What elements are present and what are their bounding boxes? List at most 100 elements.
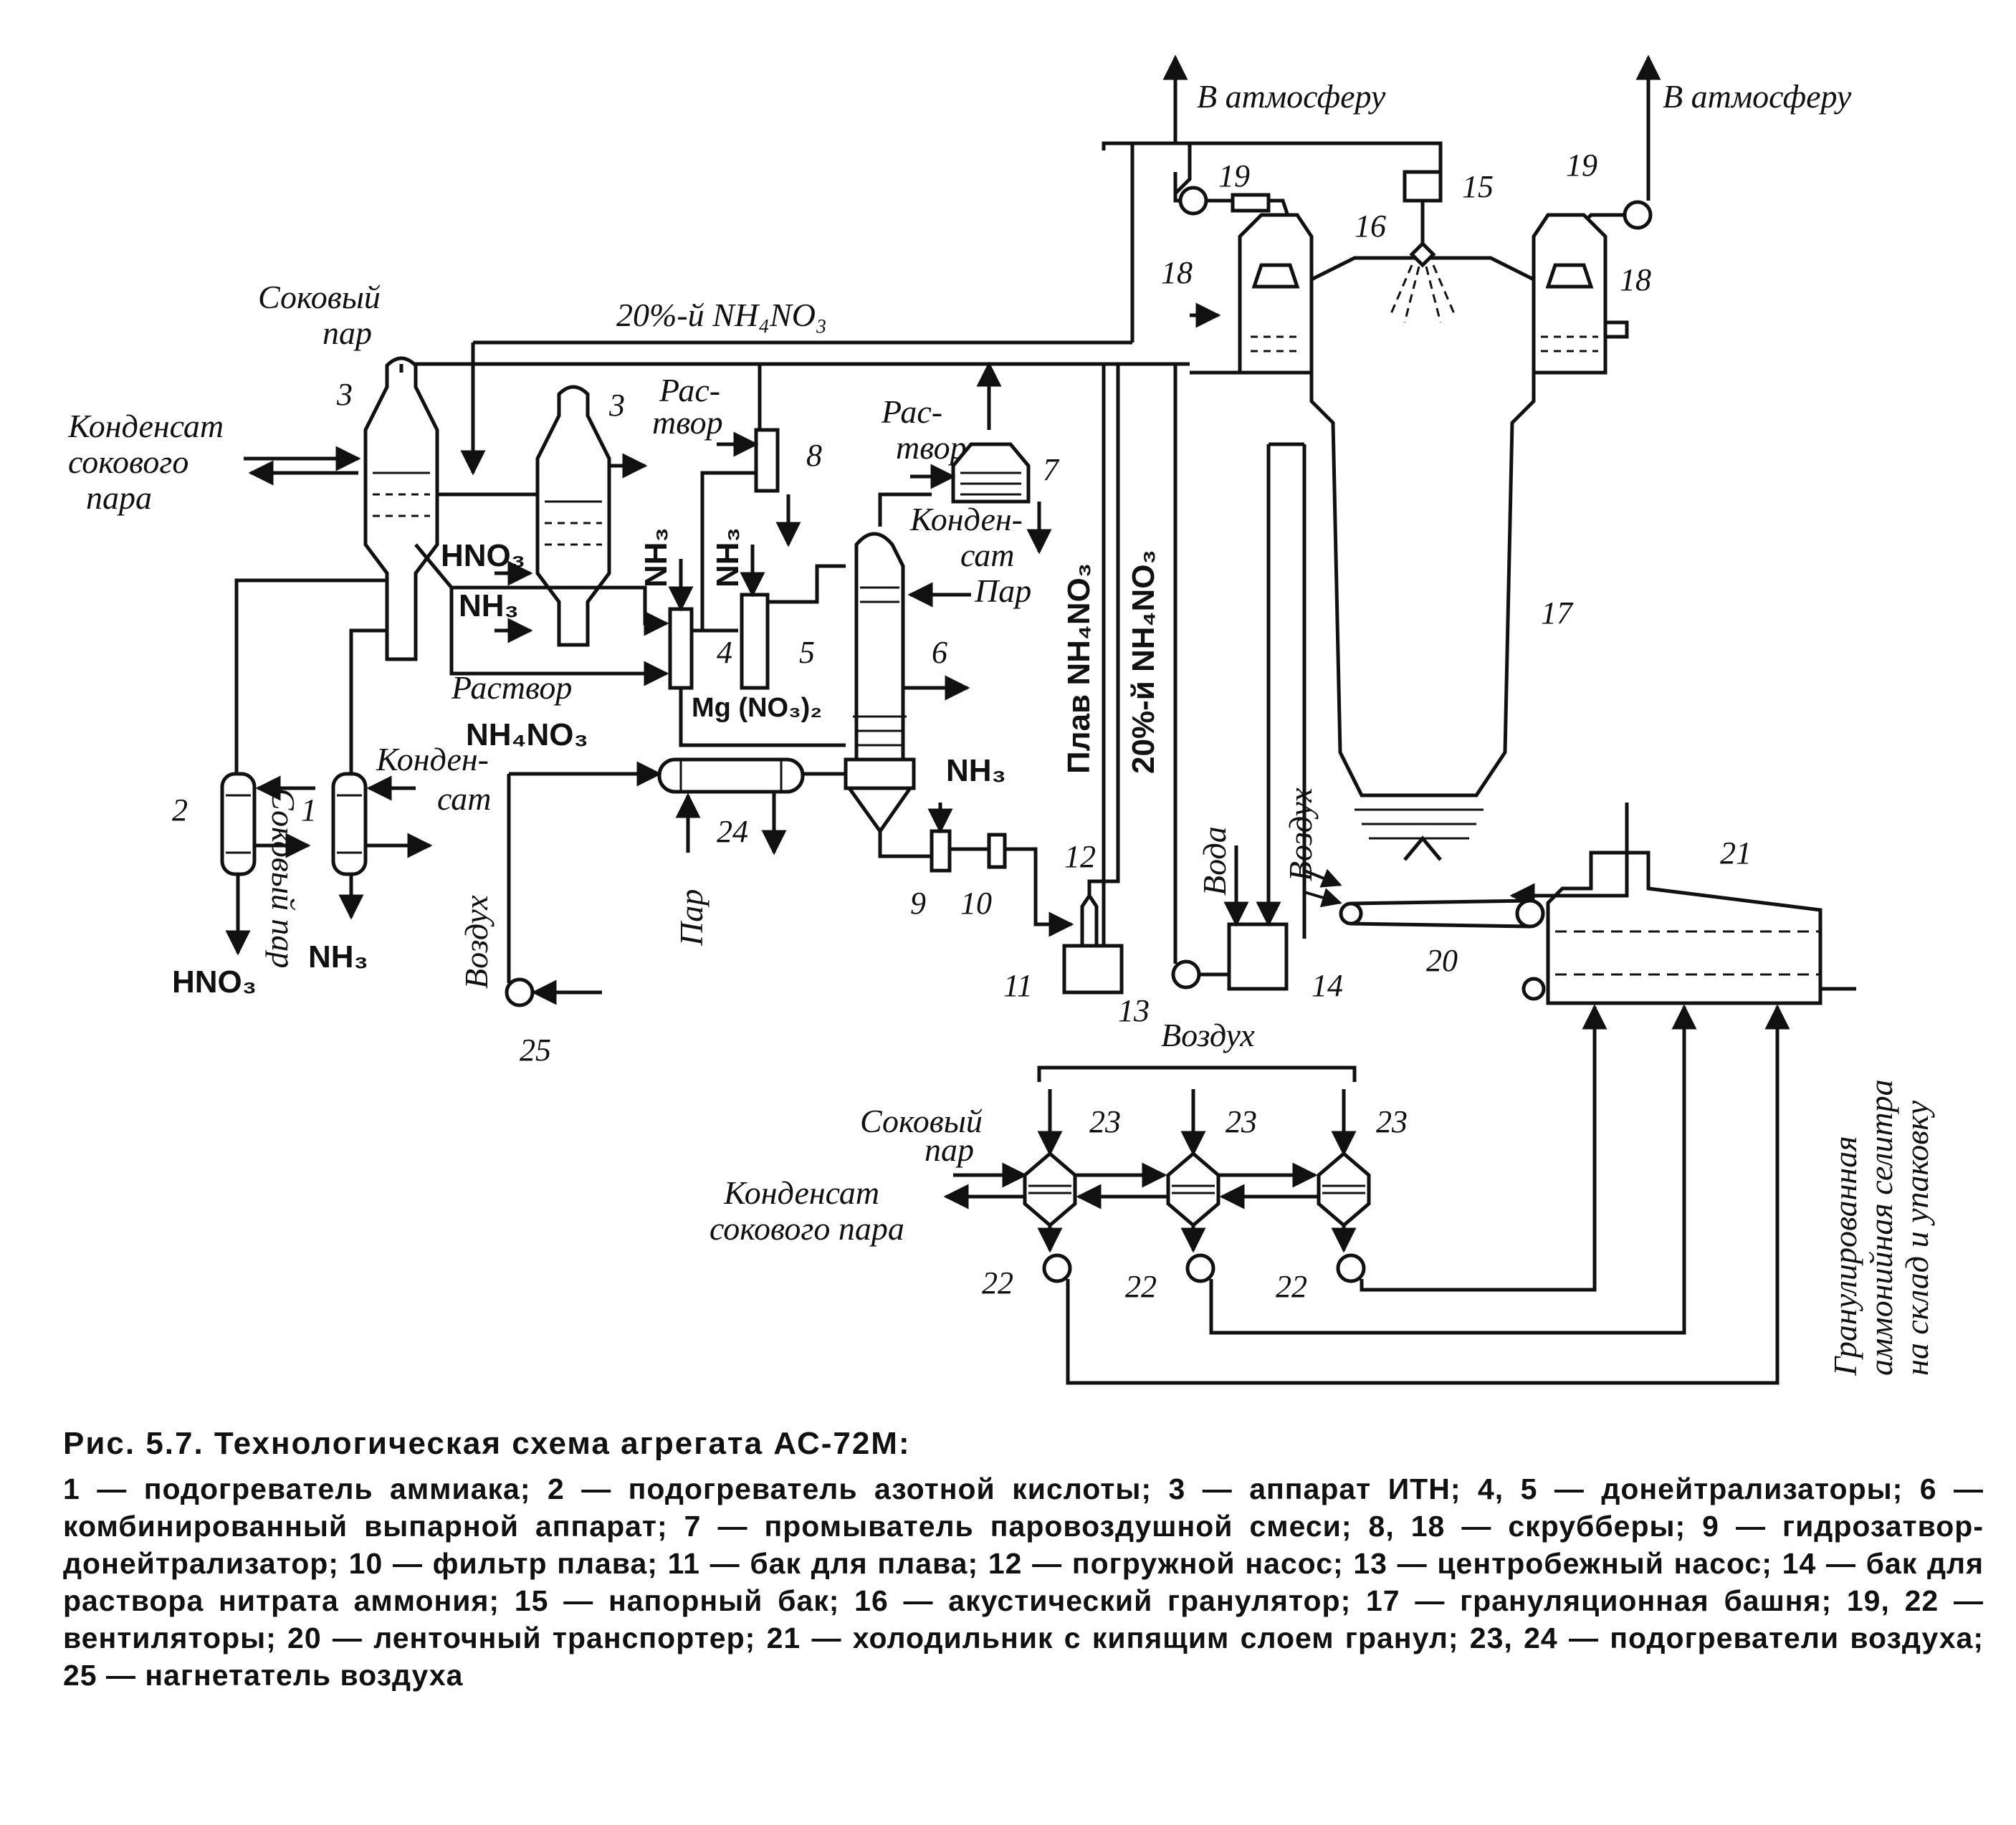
itn-apparatus-3-right xyxy=(535,385,611,647)
scrubber-18-right xyxy=(1532,213,1629,375)
number-15: 15 xyxy=(1462,169,1494,204)
label-nh3-vertical-2: NH₃ xyxy=(710,527,745,588)
label-steam-24: Пар xyxy=(673,889,710,947)
conveyor-20 xyxy=(1304,868,1545,929)
scrubber-8 xyxy=(700,428,801,631)
label-condensate-23-1: Конденсат xyxy=(723,1174,879,1211)
equipment-numbers: 2 1 3 3 4 5 6 7 8 9 10 11 12 13 14 15 16… xyxy=(172,148,1752,1304)
nitric-acid-heater-2 xyxy=(220,772,315,956)
number-9: 9 xyxy=(910,886,926,921)
label-hno3-mid: HNO₃ xyxy=(441,538,525,573)
label-condensate-1: Конденсат xyxy=(67,408,224,444)
itn-apparatus-3-left xyxy=(363,356,439,661)
label-steam-6: Пар xyxy=(974,573,1031,609)
number-10: 10 xyxy=(960,886,992,921)
number-22c: 22 xyxy=(1276,1269,1307,1304)
granulation-tower-17 xyxy=(1269,170,1629,939)
label-product-1: Гранулированная xyxy=(1827,1136,1863,1376)
label-solution-8-1: Рас- xyxy=(659,372,720,408)
number-22a: 22 xyxy=(982,1265,1013,1301)
label-solution-7-1: Рас- xyxy=(881,393,942,430)
fluid-bed-cooler-21 xyxy=(1521,851,1856,1005)
figure-caption: Рис. 5.7. Технологическая схема агрегата… xyxy=(63,1426,1984,1694)
number-13: 13 xyxy=(1118,993,1150,1028)
washer-7 xyxy=(910,442,1052,555)
number-2: 2 xyxy=(172,792,188,828)
number-3b: 3 xyxy=(608,388,625,423)
number-1: 1 xyxy=(301,792,317,828)
number-8: 8 xyxy=(806,438,822,473)
number-21: 21 xyxy=(1720,835,1752,871)
melt-system xyxy=(878,364,1124,995)
label-juice-steam-23-2: пар xyxy=(925,1131,974,1168)
number-16: 16 xyxy=(1355,209,1386,244)
number-17: 17 xyxy=(1541,595,1574,631)
number-12: 12 xyxy=(1064,839,1096,874)
number-25: 25 xyxy=(520,1033,551,1068)
scrubber-18-left xyxy=(1238,213,1314,375)
number-19b: 19 xyxy=(1566,148,1597,183)
label-air-bottom: Воздух xyxy=(1161,1017,1255,1053)
number-3a: 3 xyxy=(336,377,353,412)
donneutralizer-5 xyxy=(740,545,846,690)
label-juice-steam: Соковый xyxy=(258,279,381,315)
donneutralizer-4 xyxy=(668,559,846,747)
label-product-2: аммонийная селитра xyxy=(1863,1079,1899,1376)
label-solution-nh4no3-1: Раствор xyxy=(451,669,572,706)
caption-title: Рис. 5.7. Технологическая схема агрегата… xyxy=(63,1426,911,1461)
header-pipes xyxy=(401,141,1443,960)
label-solution-nh4no3-2: NH₄NO₃ xyxy=(466,717,588,752)
label-nh4no3-20-vertical: 20%-й NH₄NO₃ xyxy=(1126,550,1161,774)
number-22b: 22 xyxy=(1125,1269,1157,1304)
fans-22 xyxy=(1042,1004,1790,1385)
number-14: 14 xyxy=(1312,968,1343,1003)
air-heaters-23 xyxy=(943,1065,1371,1253)
label-melt-nh4no3: Плав NH₄NO₃ xyxy=(1061,563,1097,774)
label-to-atmosphere-2: В атмосферу xyxy=(1663,78,1852,115)
diagram-labels: В атмосферу В атмосферу Соковый пар 20%-… xyxy=(67,78,1935,1376)
label-nh3-9: NH₃ xyxy=(946,753,1006,788)
label-condensate-left-2: сат xyxy=(437,780,491,817)
label-mg-no3: Mg (NO₃)₂ xyxy=(692,693,822,723)
number-23a: 23 xyxy=(1089,1104,1121,1139)
number-18a: 18 xyxy=(1161,255,1193,290)
number-5: 5 xyxy=(799,635,815,670)
label-nh4no3-20-top: 20%-й NH₄NO₃ xyxy=(616,297,827,333)
label-solution-7-2: твор xyxy=(896,429,967,466)
label-condensate-7-1: Конден- xyxy=(909,501,1023,537)
label-nh3-bottom: NH₃ xyxy=(308,939,368,974)
air-heater-24 xyxy=(507,757,846,991)
number-4: 4 xyxy=(717,635,732,670)
label-condensate-7-2: сат xyxy=(960,537,1014,573)
itn-piping xyxy=(234,364,669,788)
air-blower-25 xyxy=(505,977,602,1007)
label-condensate-3: пара xyxy=(86,479,152,516)
label-juice-steam-2: пар xyxy=(323,315,372,351)
label-juice-steam-23-1: Соковый xyxy=(860,1103,983,1139)
label-juice-steam-vertical: Соковый пар xyxy=(265,788,302,968)
label-air-tower: Воздух xyxy=(1282,787,1319,881)
number-24: 24 xyxy=(717,814,748,849)
label-air-left: Воздух xyxy=(458,895,495,989)
label-water: Вода xyxy=(1196,826,1233,896)
ammonia-heater-1 xyxy=(331,772,433,920)
label-solution-8-2: твор xyxy=(652,404,723,441)
evaporator-6 xyxy=(844,492,971,835)
process-flow-diagram: В атмосферу В атмосферу Соковый пар 20%-… xyxy=(67,54,1935,1385)
number-6: 6 xyxy=(932,635,947,670)
label-hno3-bottom: HNO₃ xyxy=(172,964,257,1000)
caption-legend: 1 — подогреватель аммиака; 2 — подогрева… xyxy=(63,1472,1984,1692)
number-7: 7 xyxy=(1043,452,1060,487)
number-11: 11 xyxy=(1003,968,1033,1003)
nh4no3-solution-system xyxy=(1171,444,1289,991)
number-19a: 19 xyxy=(1218,158,1250,193)
label-condensate-left-1: Конден- xyxy=(376,741,489,777)
label-condensate-23-2: сокового пара xyxy=(710,1210,904,1247)
label-product-3: на склад и упаковку xyxy=(1898,1100,1935,1376)
label-nh3-mid: NH₃ xyxy=(459,588,519,623)
exhaust-system xyxy=(1162,54,1661,231)
number-23b: 23 xyxy=(1226,1104,1257,1139)
number-23c: 23 xyxy=(1376,1104,1408,1139)
label-to-atmosphere-1: В атмосферу xyxy=(1197,78,1386,115)
label-condensate-2: сокового xyxy=(68,444,188,480)
